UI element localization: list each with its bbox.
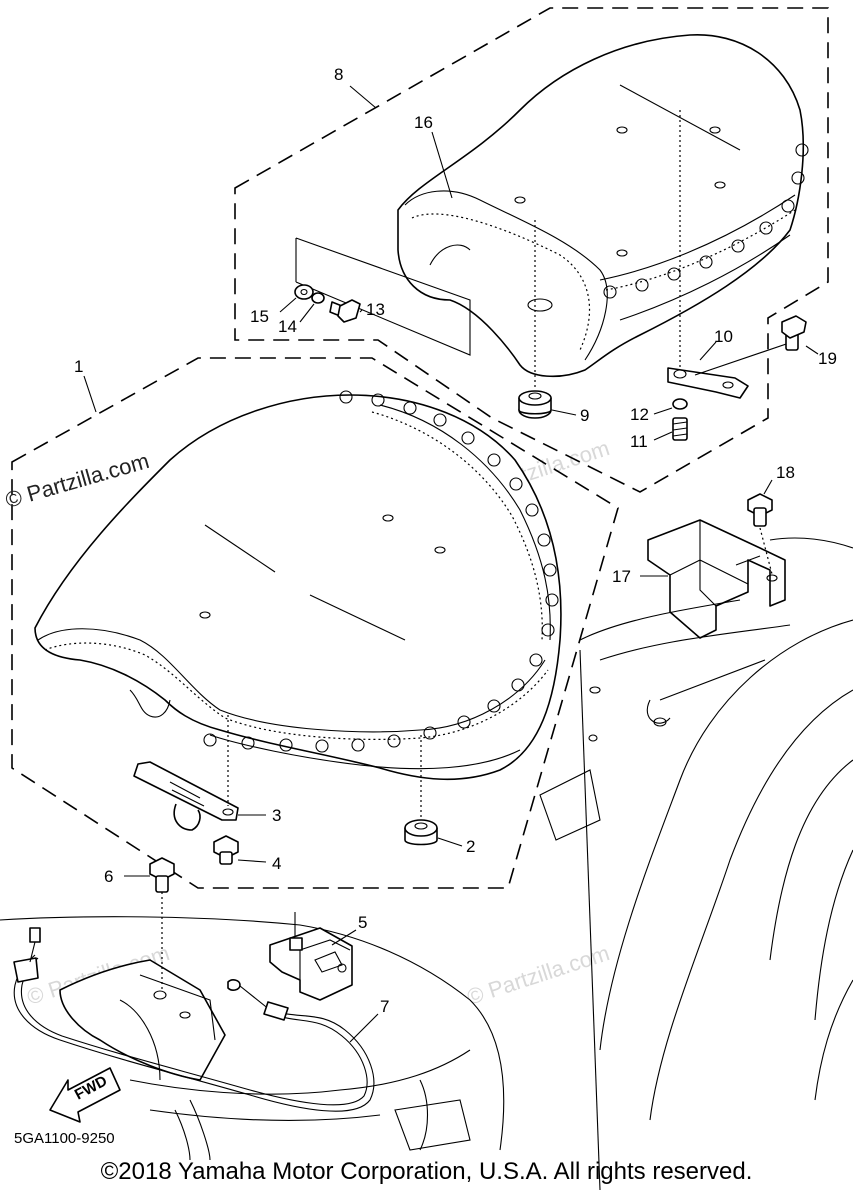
bolt-13 <box>329 299 361 323</box>
callout-1: 1 <box>74 357 83 376</box>
rider-seat <box>34 390 562 781</box>
lower-frame <box>0 916 505 1161</box>
callout-6: 6 <box>104 867 113 886</box>
frame-outline <box>539 537 853 1191</box>
washer-12 <box>672 398 688 410</box>
callout-9: 9 <box>580 406 589 425</box>
callout-15: 15 <box>250 307 269 326</box>
callout-8: 8 <box>334 65 343 84</box>
bolt-19 <box>781 315 807 351</box>
damper-9 <box>518 390 552 419</box>
bracket-10 <box>667 367 749 399</box>
watermark-faint-2: © Partzilla.com <box>464 940 613 1010</box>
fwd-arrow-icon: FWD <box>49 1067 121 1123</box>
callout-16: 16 <box>414 113 433 132</box>
damper-2 <box>404 819 438 846</box>
washer-15 <box>294 284 314 300</box>
callout-10: 10 <box>714 327 733 346</box>
bracket-17 <box>647 519 786 639</box>
diagram-code: 5GA1100-9250 <box>14 1130 115 1147</box>
callout-5: 5 <box>358 913 367 932</box>
callout-12: 12 <box>630 405 649 424</box>
copyright-notice: ©2018 Yamaha Motor Corporation, U.S.A. A… <box>100 1158 753 1185</box>
callout-11: 11 <box>630 432 648 451</box>
group-boundary-rider-seat <box>11 357 619 889</box>
callout-3: 3 <box>272 806 281 825</box>
bolt-4 <box>213 835 239 865</box>
callout-7: 7 <box>380 997 389 1016</box>
callout-2: 2 <box>466 837 475 856</box>
lock-washer-14 <box>311 292 325 304</box>
bolt-6 <box>149 857 175 893</box>
bolt-18 <box>747 493 773 527</box>
callout-18: 18 <box>776 463 795 482</box>
callout-19: 19 <box>818 349 837 368</box>
callout-17: 17 <box>612 567 631 586</box>
callout-13: 13 <box>366 300 385 319</box>
seat-lock-5 <box>269 927 353 1001</box>
callout-4: 4 <box>272 854 281 873</box>
seat-lock-cable-7 <box>13 927 375 1112</box>
pillion-seat <box>397 34 809 378</box>
bolt-11 <box>672 417 688 441</box>
bracket-3 <box>133 761 239 831</box>
group-boundary-pillion <box>234 7 829 493</box>
callout-14: 14 <box>278 317 297 336</box>
